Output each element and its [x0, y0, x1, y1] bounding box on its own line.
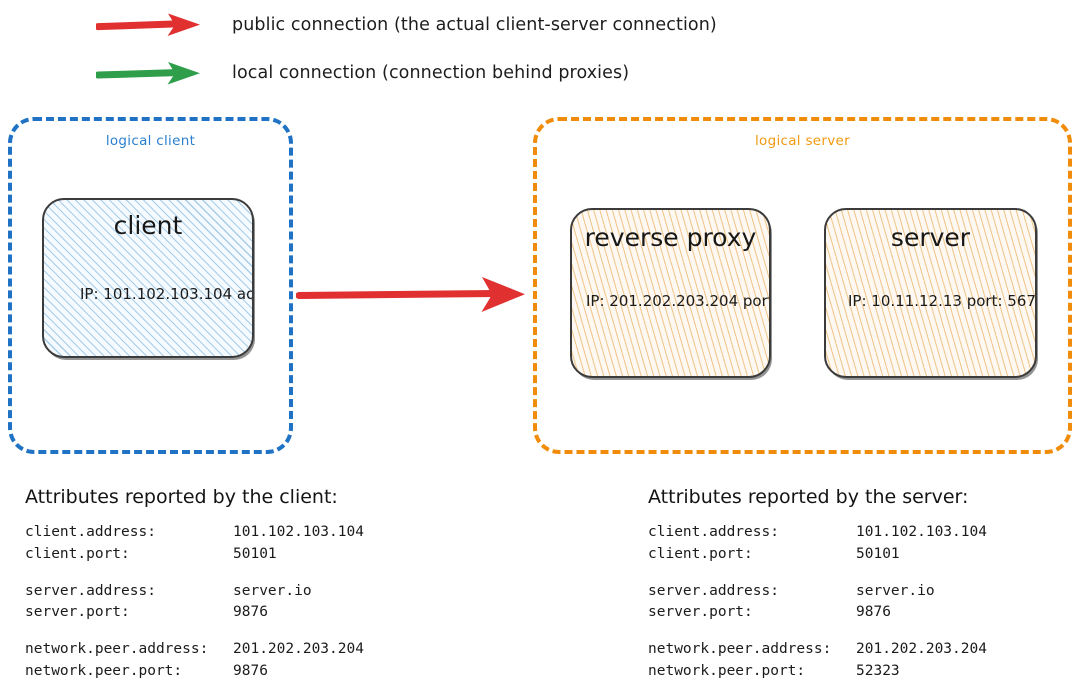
attribute-key: server.address:: [25, 582, 156, 599]
attribute-key: server.port:: [648, 604, 753, 621]
table-row: network.peer.address: 201.202.203.204: [648, 639, 987, 661]
attribute-value: 9876: [856, 604, 891, 621]
attribute-value: server.io: [233, 582, 312, 599]
table-row: network.peer.port: 52323: [648, 661, 987, 683]
attribute-value: 101.102.103.104: [233, 524, 364, 540]
logical-server-label: logical server: [754, 133, 850, 149]
table-row: network.peer.port: 9876: [25, 661, 364, 683]
legend-label-local-connection: local connection (connection behind prox…: [232, 63, 630, 83]
attribute-key: server.port:: [25, 604, 130, 621]
attribute-key: client.port:: [25, 545, 130, 562]
table-row-spacer: [648, 624, 987, 639]
green-arrow-icon: [96, 62, 200, 85]
node-client: client IP: 101.102.103.104 address: clie…: [42, 198, 254, 358]
table-row: server.port: 9876: [648, 602, 987, 624]
node-server-details: IP: 10.11.12.13 port: 5678 address: the-…: [848, 292, 1036, 310]
client-attributes-block: Attributes reported by the client: clien…: [25, 486, 364, 683]
table-row: server.address: server.io: [648, 581, 987, 603]
logical-client-label: logical client: [105, 133, 196, 149]
table-row-spacer: [648, 566, 987, 581]
attribute-value: 101.102.103.104: [856, 524, 987, 540]
node-client-details: IP: 101.102.103.104 address: client.io: [80, 285, 254, 303]
attribute-value: 9876: [233, 662, 268, 679]
node-server-title: server: [890, 223, 971, 252]
table-row: client.address: 101.102.103.104: [648, 522, 987, 544]
node-reverse-proxy-title: reverse proxy: [584, 223, 757, 252]
attribute-value: 201.202.203.204: [233, 641, 364, 657]
table-row: server.address: server.io: [25, 581, 364, 603]
legend-label-public-connection: public connection (the actual client-ser…: [232, 15, 717, 35]
table-row-spacer: [25, 624, 364, 639]
attribute-value: 52323: [856, 662, 900, 679]
attribute-key: network.peer.port:: [25, 662, 183, 679]
node-reverse-proxy: reverse proxy IP: 201.202.203.204 port: …: [570, 208, 771, 378]
legend-item-local-connection: local connection (connection behind prox…: [96, 59, 629, 87]
attribute-key: network.peer.address:: [648, 641, 832, 657]
server-attributes-heading: Attributes reported by the server:: [648, 486, 969, 508]
node-reverse-proxy-details: IP: 201.202.203.204 port: 9876 address: …: [586, 292, 769, 310]
table-row: network.peer.address: 201.202.203.204: [25, 639, 364, 661]
attribute-key: network.peer.address:: [25, 641, 209, 657]
red-arrow-icon: [96, 13, 200, 36]
server-attributes-table: client.address: 101.102.103.104 client.por…: [648, 522, 987, 683]
public-connection-arrow: [296, 277, 525, 312]
attribute-key: client.address:: [25, 524, 156, 540]
legend-item-public-connection: public connection (the actual client-ser…: [96, 11, 717, 39]
client-attributes-table: client.address: 101.102.103.104 client.por…: [25, 522, 364, 683]
node-server: server IP: 10.11.12.13 port: 5678 addres…: [824, 208, 1037, 378]
client-attributes-heading: Attributes reported by the client:: [25, 486, 338, 508]
attribute-key: client.address:: [648, 524, 779, 540]
table-row: client.port: 50101: [648, 544, 987, 566]
server-attributes-block: Attributes reported by the server: clien…: [648, 486, 987, 683]
attribute-value: 9876: [233, 604, 268, 621]
attribute-value: 201.202.203.204: [856, 641, 987, 657]
table-row: client.address: 101.102.103.104: [25, 522, 364, 544]
table-row: server.port: 9876: [25, 602, 364, 624]
attribute-value: 50101: [856, 545, 900, 562]
attribute-key: server.address:: [648, 582, 779, 599]
attribute-value: 50101: [233, 545, 277, 562]
table-row-spacer: [25, 566, 364, 581]
table-row: client.port: 50101: [25, 544, 364, 566]
node-client-title: client: [113, 211, 183, 240]
attribute-value: server.io: [856, 582, 935, 599]
attribute-key: client.port:: [648, 545, 753, 562]
attribute-key: network.peer.port:: [648, 662, 806, 679]
